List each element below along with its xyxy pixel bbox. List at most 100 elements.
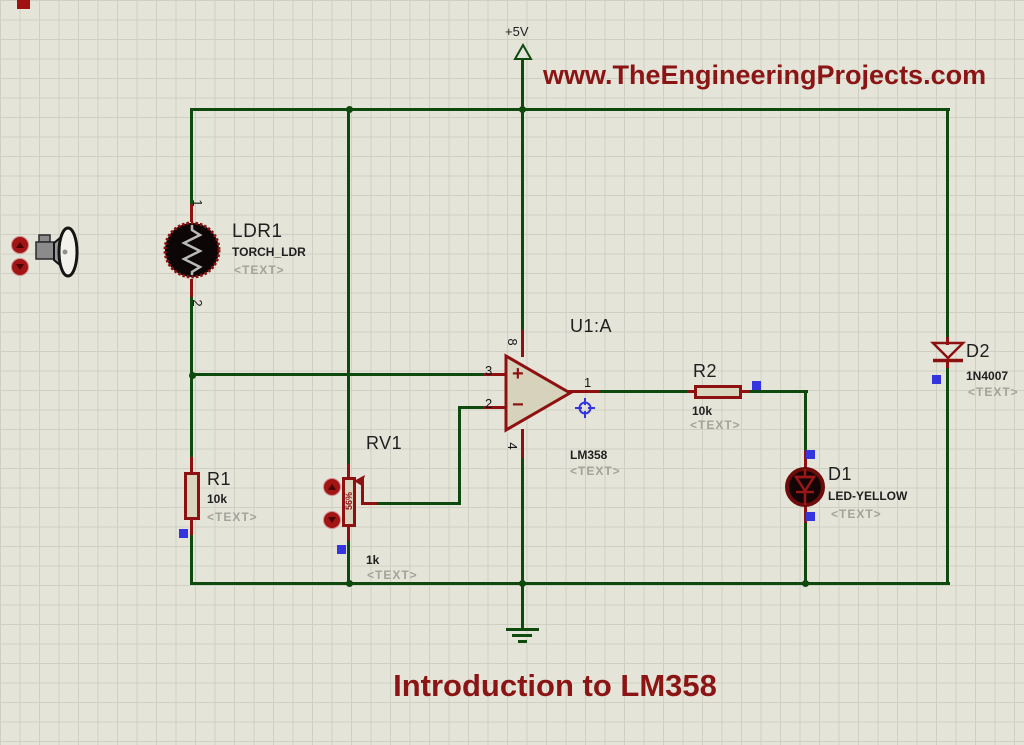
wire-right-lower bbox=[946, 366, 949, 585]
rv1-wiper-arrow-icon bbox=[354, 475, 365, 486]
ground-bar-1 bbox=[506, 628, 539, 631]
page-title: Introduction to LM358 bbox=[393, 668, 717, 703]
torch-decrease-button[interactable] bbox=[11, 258, 29, 276]
wire-d1-lower bbox=[804, 522, 807, 585]
d2-ref-label: D2 bbox=[966, 341, 991, 361]
wire-wiper-horizontal bbox=[375, 502, 461, 505]
wire-pin3-horizontal bbox=[190, 373, 483, 376]
rv1-bottom-stub bbox=[347, 526, 350, 541]
opamp-pin4-number: 4 bbox=[505, 442, 520, 450]
opamp-pin3-stub bbox=[483, 373, 507, 376]
d2-top-stub bbox=[946, 337, 949, 345]
torch-increase-button[interactable] bbox=[11, 236, 29, 254]
torch-icon bbox=[35, 226, 79, 278]
rv1-wiper-percent: 56% bbox=[344, 492, 354, 511]
opamp-pin3-number: 3 bbox=[485, 363, 493, 378]
junction-rv1-bottom bbox=[346, 580, 353, 587]
vcc-label: +5V bbox=[505, 24, 529, 39]
opamp-value-label: LM358 bbox=[570, 448, 608, 462]
wire-pin2-horizontal bbox=[458, 406, 485, 409]
d2-diode-component[interactable] bbox=[929, 336, 967, 368]
up-arrow-icon bbox=[16, 242, 24, 248]
r1-text-placeholder: <TEXT> bbox=[207, 510, 258, 524]
up-arrow-icon bbox=[328, 484, 336, 490]
rv1-value-label: 1k bbox=[366, 553, 380, 567]
ldr-pin2-stub bbox=[190, 279, 193, 297]
opamp-ref-label: U1:A bbox=[570, 316, 613, 336]
wire-pin2-vertical bbox=[458, 406, 461, 505]
rv1-decrease-button[interactable] bbox=[323, 511, 341, 529]
down-arrow-icon bbox=[16, 264, 24, 270]
r2-right-stub bbox=[741, 390, 750, 393]
d1-led-component[interactable] bbox=[782, 464, 828, 510]
node-marker-d1-bottom bbox=[806, 512, 815, 521]
d2-value-label: 1N4007 bbox=[966, 369, 1009, 383]
rv1-wiper-vertical bbox=[361, 479, 364, 504]
junction-d1-bottom bbox=[802, 580, 809, 587]
wire-output-1 bbox=[598, 390, 688, 393]
ldr-value-label: TORCH_LDR bbox=[232, 245, 306, 259]
ldr-pin1-number: 1 bbox=[190, 199, 205, 207]
website-watermark: www.TheEngineeringProjects.com bbox=[543, 60, 987, 90]
junction-rv1-top bbox=[346, 106, 353, 113]
rv1-ref-label: RV1 bbox=[366, 433, 403, 453]
r2-left-stub bbox=[687, 390, 696, 393]
rv1-wiper-horizontal bbox=[361, 502, 377, 505]
r2-text-placeholder: <TEXT> bbox=[690, 418, 741, 432]
rv1-text-placeholder: <TEXT> bbox=[367, 568, 418, 582]
ground-bar-2 bbox=[512, 634, 532, 637]
opamp-plus-symbol: + bbox=[512, 363, 524, 385]
ldr-component[interactable] bbox=[161, 219, 223, 281]
r1-ref-label: R1 bbox=[207, 469, 232, 489]
node-marker-d1-top bbox=[806, 450, 815, 459]
opamp-component[interactable] bbox=[502, 352, 574, 436]
r2-ref-label: R2 bbox=[693, 361, 718, 381]
junction-ground bbox=[519, 580, 526, 587]
down-arrow-icon bbox=[328, 517, 336, 523]
wire-right-upper bbox=[946, 108, 949, 339]
d2-text-placeholder: <TEXT> bbox=[968, 385, 1019, 399]
rv1-top-stub bbox=[347, 464, 350, 478]
opamp-pin4-stub bbox=[521, 429, 524, 458]
d1-text-placeholder: <TEXT> bbox=[831, 507, 882, 521]
rv1-component[interactable] bbox=[342, 477, 356, 527]
d1-value-label: LED-YELLOW bbox=[828, 489, 908, 503]
wire-rv1-lower bbox=[347, 540, 350, 585]
wire-ground-stem bbox=[521, 582, 524, 629]
wire-top-rail bbox=[191, 108, 950, 111]
opamp-pin2-stub bbox=[483, 406, 507, 409]
d1-top-stub bbox=[804, 450, 807, 471]
opamp-minus-symbol: − bbox=[512, 394, 524, 416]
wire-rv1-upper bbox=[347, 108, 350, 466]
rv1-increase-button[interactable] bbox=[323, 478, 341, 496]
wire-bottom-rail bbox=[191, 582, 950, 585]
r1-component[interactable] bbox=[184, 472, 200, 520]
r2-value-label: 10k bbox=[692, 404, 713, 418]
r1-value-label: 10k bbox=[207, 492, 228, 506]
r1-bottom-stub bbox=[190, 519, 193, 535]
ldr-pin2-number: 2 bbox=[190, 299, 205, 307]
wire-opamp-gnd bbox=[521, 457, 524, 585]
ldr-ref-label: LDR1 bbox=[232, 221, 283, 242]
node-marker-r1 bbox=[179, 529, 188, 538]
d2-bottom-stub bbox=[946, 359, 949, 368]
node-marker-r2 bbox=[752, 381, 761, 390]
opamp-text-placeholder: <TEXT> bbox=[570, 464, 621, 478]
wire-output-2 bbox=[749, 390, 808, 393]
r2-component[interactable] bbox=[694, 385, 742, 399]
corner-artifact bbox=[17, 0, 30, 9]
wire-d1-upper bbox=[804, 390, 807, 452]
opamp-out-stub bbox=[567, 390, 599, 393]
opamp-pin8-stub bbox=[521, 330, 524, 357]
wire-vcc-stem bbox=[521, 60, 524, 110]
opamp-pin8-number: 8 bbox=[505, 338, 520, 346]
node-marker-d2 bbox=[932, 375, 941, 384]
vcc-symbol-icon bbox=[513, 42, 533, 60]
opamp-pin2-number: 2 bbox=[485, 396, 493, 411]
r1-top-stub bbox=[190, 457, 193, 473]
junction-pin3 bbox=[189, 372, 196, 379]
ground-bar-3 bbox=[518, 640, 527, 643]
wire-left-upper bbox=[190, 108, 193, 207]
ldr-text-placeholder: <TEXT> bbox=[234, 263, 285, 277]
